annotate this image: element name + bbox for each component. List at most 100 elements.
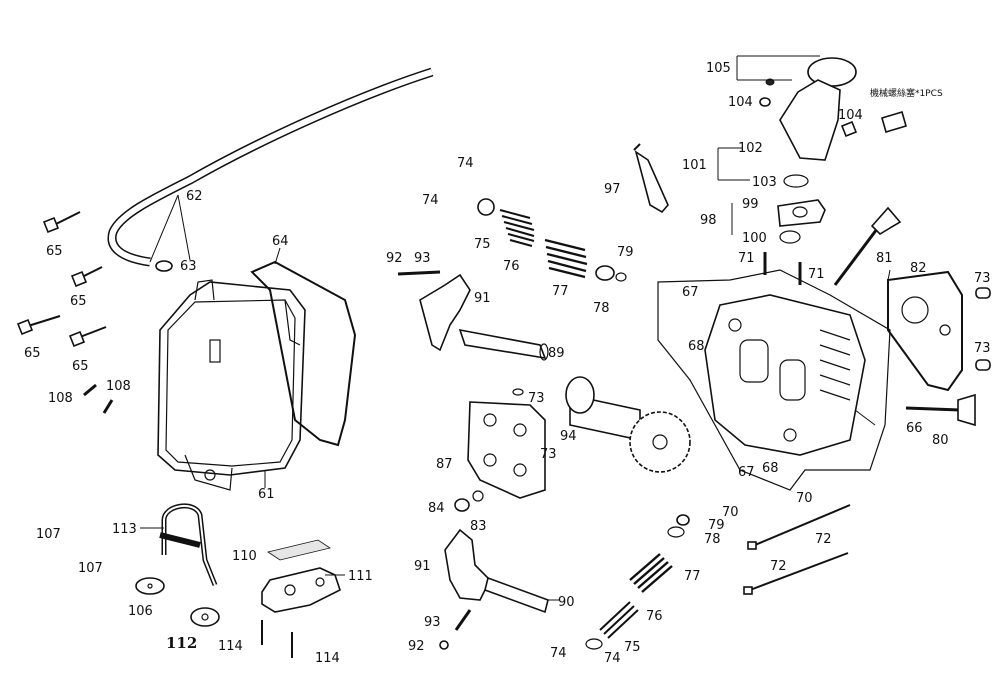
callout-112: 112	[166, 634, 197, 652]
callout-78: 78	[593, 301, 610, 316]
bolt-114	[261, 620, 293, 658]
callout-65: 65	[70, 294, 87, 309]
callout-70: 70	[796, 491, 813, 506]
breather-hose-62	[107, 67, 434, 267]
callout-100: 100	[742, 231, 767, 246]
callout-83: 83	[470, 519, 487, 534]
callout-64: 64	[272, 234, 289, 249]
callout-107: 107	[36, 527, 61, 542]
callout-79: 79	[708, 518, 725, 533]
callout-87: 87	[436, 457, 453, 472]
callout-99: 99	[742, 197, 759, 212]
callout-68: 68	[762, 461, 779, 476]
reed-pipe-113	[159, 503, 218, 586]
callout-77: 77	[684, 569, 701, 584]
spark-plug-97	[633, 143, 669, 214]
callout-93: 93	[414, 251, 431, 266]
plug-screw-note: 機械螺絲塞*1PCS	[870, 87, 943, 99]
callout-103: 103	[752, 175, 777, 190]
callout-106: 106	[128, 604, 153, 619]
valve-spring-set-bottom	[585, 514, 690, 650]
callout-75: 75	[624, 640, 641, 655]
callout-74: 74	[422, 193, 439, 208]
nut-84-washer-83	[454, 490, 484, 512]
callout-71: 71	[808, 267, 825, 282]
callout-72: 72	[770, 559, 787, 574]
hose-clamp-63	[155, 260, 173, 272]
valve-80	[905, 393, 976, 427]
callout-89: 89	[548, 346, 565, 361]
gasket-112	[190, 607, 220, 627]
callout-92: 92	[386, 251, 403, 266]
callout-74: 74	[604, 651, 621, 666]
callout-76: 76	[646, 609, 663, 624]
callout-65: 65	[72, 359, 89, 374]
callout-90: 90	[558, 595, 575, 610]
callout-104: 104	[728, 95, 753, 110]
leader-lines	[140, 55, 891, 601]
callout-102: 102	[738, 141, 763, 156]
callout-84: 84	[428, 501, 445, 516]
reed-valve-plate-110	[267, 539, 331, 561]
callout-65: 65	[46, 244, 63, 259]
callout-92: 92	[408, 639, 425, 654]
callout-98: 98	[700, 213, 717, 228]
callout-70: 70	[722, 505, 739, 520]
screw-93-bottom	[439, 609, 472, 650]
callout-67: 67	[682, 285, 699, 300]
callout-73: 73	[540, 447, 557, 462]
callout-114: 114	[315, 651, 340, 666]
rocker-arm-91-bottom	[444, 528, 491, 601]
bolt-65-group	[16, 211, 107, 348]
callout-79: 79	[617, 245, 634, 260]
callout-104: 104	[838, 108, 863, 123]
cylinder-head-66	[657, 269, 891, 491]
plug-screw	[881, 111, 907, 133]
camshaft-94	[565, 376, 691, 473]
callout-108: 108	[48, 391, 73, 406]
callout-113: 113	[112, 522, 137, 537]
callout-108: 108	[106, 379, 131, 394]
callout-114: 114	[218, 639, 243, 654]
rocker-shaft-90	[484, 576, 549, 614]
callout-81: 81	[876, 251, 893, 266]
callout-73: 73	[974, 271, 991, 286]
cover-gasket-64	[250, 260, 357, 447]
valve-spring-set-top	[477, 198, 627, 282]
callout-93: 93	[424, 615, 441, 630]
stud-71	[763, 252, 802, 285]
rocker-shaft-89	[458, 328, 549, 361]
callout-78: 78	[704, 532, 721, 547]
callout-105: 105	[706, 61, 731, 76]
cam-holder-87	[467, 388, 546, 499]
callout-76: 76	[503, 259, 520, 274]
reed-valve-body-111	[261, 567, 341, 613]
callout-62: 62	[186, 189, 203, 204]
callout-80: 80	[932, 433, 949, 448]
valve-81	[833, 206, 902, 286]
callout-73: 73	[528, 391, 545, 406]
callout-74: 74	[550, 646, 567, 661]
callout-61: 61	[258, 487, 275, 502]
callout-66: 66	[906, 421, 923, 436]
callout-111: 111	[348, 569, 373, 584]
callout-77: 77	[552, 284, 569, 299]
head-gasket-82	[887, 270, 963, 392]
dowel-73-right	[975, 287, 991, 371]
callout-110: 110	[232, 549, 257, 564]
callout-107: 107	[78, 561, 103, 576]
callout-68: 68	[688, 339, 705, 354]
callout-72: 72	[815, 532, 832, 547]
callout-82: 82	[910, 261, 927, 276]
callout-73: 73	[974, 341, 991, 356]
rocker-arm-91-top	[397, 270, 471, 352]
callout-91: 91	[474, 291, 491, 306]
callout-63: 63	[180, 259, 197, 274]
callout-91: 91	[414, 559, 431, 574]
pin-108	[83, 383, 114, 414]
callout-65: 65	[24, 346, 41, 361]
callout-71: 71	[738, 251, 755, 266]
bolts-72	[743, 504, 851, 595]
